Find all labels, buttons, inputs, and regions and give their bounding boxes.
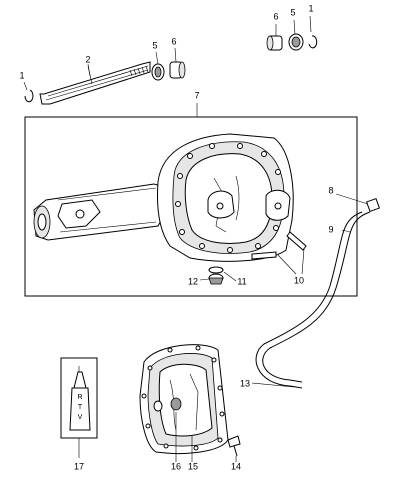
callout-12: 12	[188, 276, 198, 286]
vent-hose	[251, 211, 371, 389]
axle-housing	[33, 133, 307, 275]
fill-plug-assembly	[199, 266, 237, 285]
seal-right	[288, 19, 304, 51]
callout-7: 7	[194, 90, 199, 100]
callout-17: 17	[74, 461, 84, 471]
housing-assembly-frame	[24, 116, 358, 297]
rtv-sealant-box: R T V	[60, 357, 98, 458]
cover-bolt	[227, 435, 241, 462]
callout-5-left: 5	[152, 40, 157, 50]
vent-fitting	[335, 193, 381, 213]
callout-5-right: 5	[290, 7, 295, 17]
snap-ring-left	[23, 81, 34, 103]
bearing-right	[266, 24, 283, 51]
callout-16: 16	[171, 461, 181, 471]
callout-2: 2	[85, 54, 90, 64]
callout-15: 15	[188, 461, 198, 471]
callout-14: 14	[231, 461, 241, 471]
callout-6-right: 6	[273, 11, 278, 21]
fill-plug	[170, 397, 182, 462]
rtv-letter-r: R	[77, 394, 82, 401]
rtv-letter-v: V	[78, 414, 83, 421]
callout-8: 8	[328, 185, 333, 195]
callout-11: 11	[237, 276, 246, 286]
callout-9: 9	[328, 224, 333, 234]
callout-1-right: 1	[308, 3, 313, 13]
bearing-left	[169, 47, 186, 79]
callout-13: 13	[240, 378, 250, 388]
axle-shaft	[39, 61, 151, 105]
rtv-letter-t: T	[78, 404, 83, 411]
differential-cover	[139, 344, 229, 462]
callout-10: 10	[294, 275, 304, 285]
snap-ring-right	[308, 15, 318, 49]
callout-1-left: 1	[19, 70, 24, 80]
seal-left	[151, 51, 165, 81]
callout-6-left: 6	[171, 36, 176, 46]
